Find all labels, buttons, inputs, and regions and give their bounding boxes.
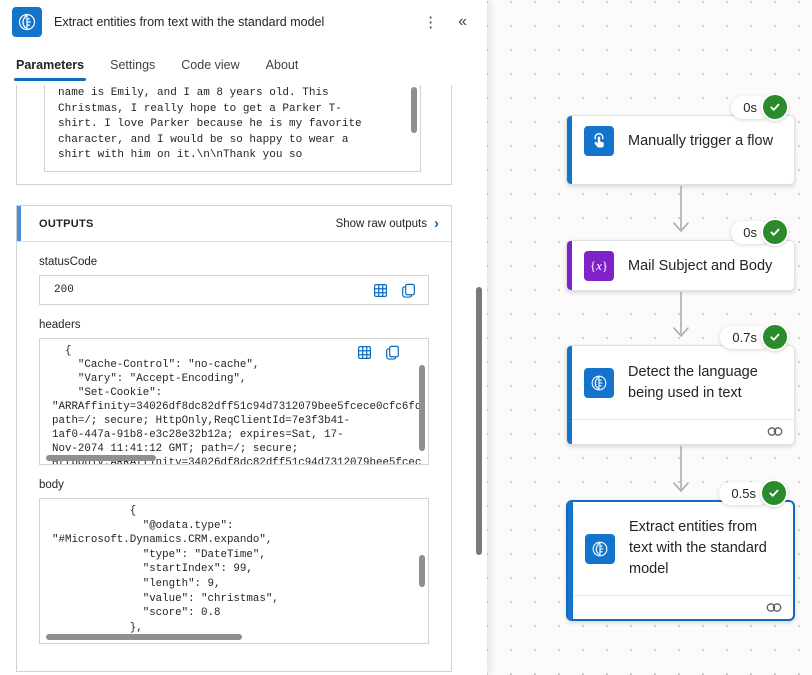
braces-x-icon: {x} <box>584 251 614 281</box>
statuscode-value: 200 <box>54 284 74 296</box>
body-vertical-scrollbar[interactable] <box>419 555 425 587</box>
panel-tabs: Parameters Settings Code view About <box>13 58 299 81</box>
node-manually-trigger-a-flow[interactable]: 0s Manually trigger a flow <box>566 93 795 185</box>
chevron-right-icon[interactable]: › <box>434 215 439 232</box>
success-check-icon <box>761 323 789 351</box>
collapse-panel-icon[interactable]: « <box>458 13 467 30</box>
connection-link-icon[interactable] <box>766 424 784 442</box>
node-footer <box>568 595 793 621</box>
headers-field[interactable]: { "Cache-Control": "no-cache", "Vary": "… <box>39 338 429 465</box>
headers-label: headers <box>39 319 81 331</box>
show-raw-outputs-link[interactable]: Show raw outputs <box>335 217 427 230</box>
body-horizontal-scrollbar[interactable] <box>46 634 242 640</box>
node-label: Mail Subject and Body <box>628 257 773 274</box>
panel-title: Extract entities from text with the stan… <box>54 15 325 29</box>
node-mail-subject-and-body[interactable]: 0s {x} Mail Subject and Body <box>566 218 795 291</box>
connection-link-icon[interactable] <box>765 600 783 618</box>
ai-builder-icon <box>12 7 42 37</box>
text-parameter-input[interactable]: name is Emily, and I am 8 years old. Thi… <box>44 85 421 172</box>
node-label: Manually trigger a flow <box>628 132 774 149</box>
outputs-body: statusCode 200 <box>17 242 451 644</box>
textarea-scrollbar[interactable] <box>411 87 417 133</box>
parameter-card: name is Emily, and I am 8 years old. Thi… <box>16 85 452 185</box>
connector-arrow <box>673 292 689 337</box>
outputs-accent-bar <box>17 206 21 241</box>
copy-icon[interactable] <box>401 283 416 298</box>
headers-vertical-scrollbar[interactable] <box>419 365 425 451</box>
node-detect-language[interactable]: 0.7s Detect the language being used in t… <box>566 323 795 445</box>
body-label: body <box>39 479 64 491</box>
run-status-badge: 0.5s <box>719 479 788 507</box>
duration-label: 0.7s <box>720 325 771 349</box>
success-check-icon <box>761 93 789 121</box>
copy-icon[interactable] <box>385 345 400 360</box>
tab-settings[interactable]: Settings <box>110 58 156 72</box>
ai-builder-icon <box>584 367 614 398</box>
tab-parameters[interactable]: Parameters <box>13 58 87 81</box>
tab-code-view[interactable]: Code view <box>181 58 240 72</box>
run-status-badge: 0s <box>731 218 789 246</box>
table-view-icon[interactable] <box>357 345 372 360</box>
more-menu-icon[interactable]: ⋮ <box>423 14 439 31</box>
outputs-heading: OUTPUTS <box>39 217 94 230</box>
panel-header: Extract entities from text with the stan… <box>0 0 487 44</box>
run-status-badge: 0.7s <box>720 323 789 351</box>
outputs-header: OUTPUTS Show raw outputs › <box>17 206 451 242</box>
statuscode-label: statusCode <box>39 256 98 268</box>
table-view-icon[interactable] <box>373 283 388 298</box>
connector-arrow <box>673 446 689 492</box>
success-check-icon <box>760 479 788 507</box>
panel-scrollbar[interactable] <box>476 287 482 555</box>
node-footer <box>567 419 794 445</box>
statuscode-field[interactable]: 200 <box>39 275 429 305</box>
hand-tap-icon <box>584 126 614 156</box>
headers-value: { "Cache-Control": "no-cache", "Vary": "… <box>52 345 422 465</box>
action-details-panel: Extract entities from text with the stan… <box>0 0 487 672</box>
headers-horizontal-scrollbar[interactable] <box>46 455 156 461</box>
ai-builder-icon <box>585 533 615 564</box>
success-check-icon <box>761 218 789 246</box>
node-label: Extract entities from text with the stan… <box>629 519 767 577</box>
text-parameter-value: name is Emily, and I am 8 years old. Thi… <box>58 87 362 162</box>
tab-about[interactable]: About <box>265 58 299 72</box>
node-extract-entities[interactable]: 0.5s Extract entities from text with the… <box>566 479 795 621</box>
duration-label: 0.5s <box>719 481 770 505</box>
run-status-badge: 0s <box>731 93 789 121</box>
flow-canvas[interactable]: 0s Manually trigger a flow <box>487 0 812 675</box>
body-field[interactable]: { "@odata.type": "#Microsoft.Dynamics.CR… <box>39 498 429 644</box>
outputs-card: OUTPUTS Show raw outputs › statusCode 20… <box>16 205 452 672</box>
body-value: { "@odata.type": "#Microsoft.Dynamics.CR… <box>52 505 279 634</box>
connector-arrow <box>673 186 689 232</box>
node-label: Detect the language being used in text <box>628 363 758 401</box>
